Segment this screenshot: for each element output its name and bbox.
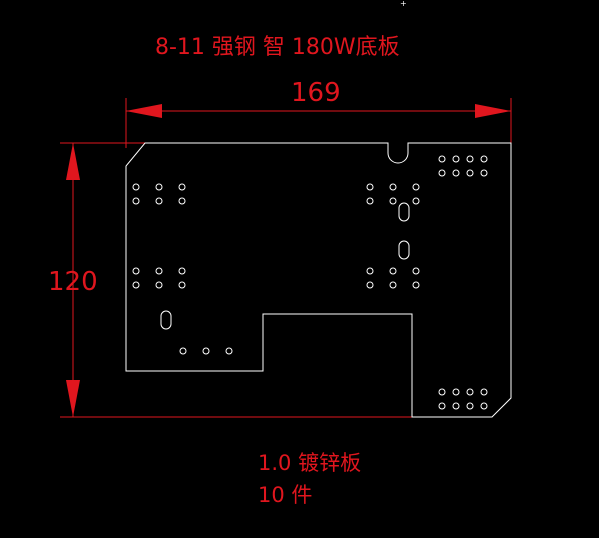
hole (132, 183, 140, 191)
hole (178, 281, 186, 289)
hole (480, 169, 488, 177)
hole (202, 347, 210, 355)
height-dimension: 120 (48, 142, 412, 418)
hole (389, 197, 397, 205)
hole (366, 183, 374, 191)
part-outline[interactable] (125, 142, 512, 418)
hole (178, 267, 186, 275)
width-arrow-right-icon (475, 104, 511, 118)
drawing-title: 8-11 强钢 智 180W底板 (155, 35, 400, 60)
hole (480, 155, 488, 163)
hole (155, 281, 163, 289)
hole-group-right-bottom (438, 388, 488, 410)
slot-middle-lower (398, 240, 410, 260)
hole (412, 197, 420, 205)
quantity-note: 10 件 (258, 483, 312, 507)
hole (466, 388, 474, 396)
hole (155, 197, 163, 205)
material-note: 1.0 镀锌板 (258, 451, 361, 475)
hole (412, 183, 420, 191)
hole-group-right-top (438, 155, 488, 177)
hole (132, 197, 140, 205)
hole (438, 155, 446, 163)
hole (178, 197, 186, 205)
slot-middle-upper (398, 202, 410, 222)
hole-group-middle-upper (366, 183, 420, 205)
hole (389, 267, 397, 275)
hole (452, 155, 460, 163)
cursor-crosshair-icon: + (400, 0, 407, 8)
slot-left (160, 310, 172, 330)
hole (155, 183, 163, 191)
hole-group-bottom-row (179, 347, 233, 355)
hole (438, 388, 446, 396)
hole (155, 267, 163, 275)
hole (438, 169, 446, 177)
hole (466, 155, 474, 163)
hole-group-left-lower (132, 267, 186, 289)
hole-group-left-upper (132, 183, 186, 205)
hole (178, 183, 186, 191)
hole (452, 169, 460, 177)
hole (179, 347, 187, 355)
hole (225, 347, 233, 355)
hole (366, 267, 374, 275)
height-arrow-bottom-icon (66, 380, 80, 417)
hole (366, 197, 374, 205)
width-arrow-left-icon (126, 104, 162, 118)
hole (452, 388, 460, 396)
hole (389, 281, 397, 289)
height-dimension-label: 120 (48, 267, 98, 297)
hole (412, 281, 420, 289)
hole-group-middle-lower (366, 267, 420, 289)
hole (480, 388, 488, 396)
hole (466, 402, 474, 410)
hole (412, 267, 420, 275)
width-dimension-label: 169 (291, 78, 341, 108)
height-arrow-top-icon (66, 143, 80, 180)
hole (438, 402, 446, 410)
hole (132, 281, 140, 289)
hole (366, 281, 374, 289)
hole (452, 402, 460, 410)
width-dimension: 169 (125, 78, 512, 148)
hole (466, 169, 474, 177)
hole (389, 183, 397, 191)
hole (480, 402, 488, 410)
hole (132, 267, 140, 275)
